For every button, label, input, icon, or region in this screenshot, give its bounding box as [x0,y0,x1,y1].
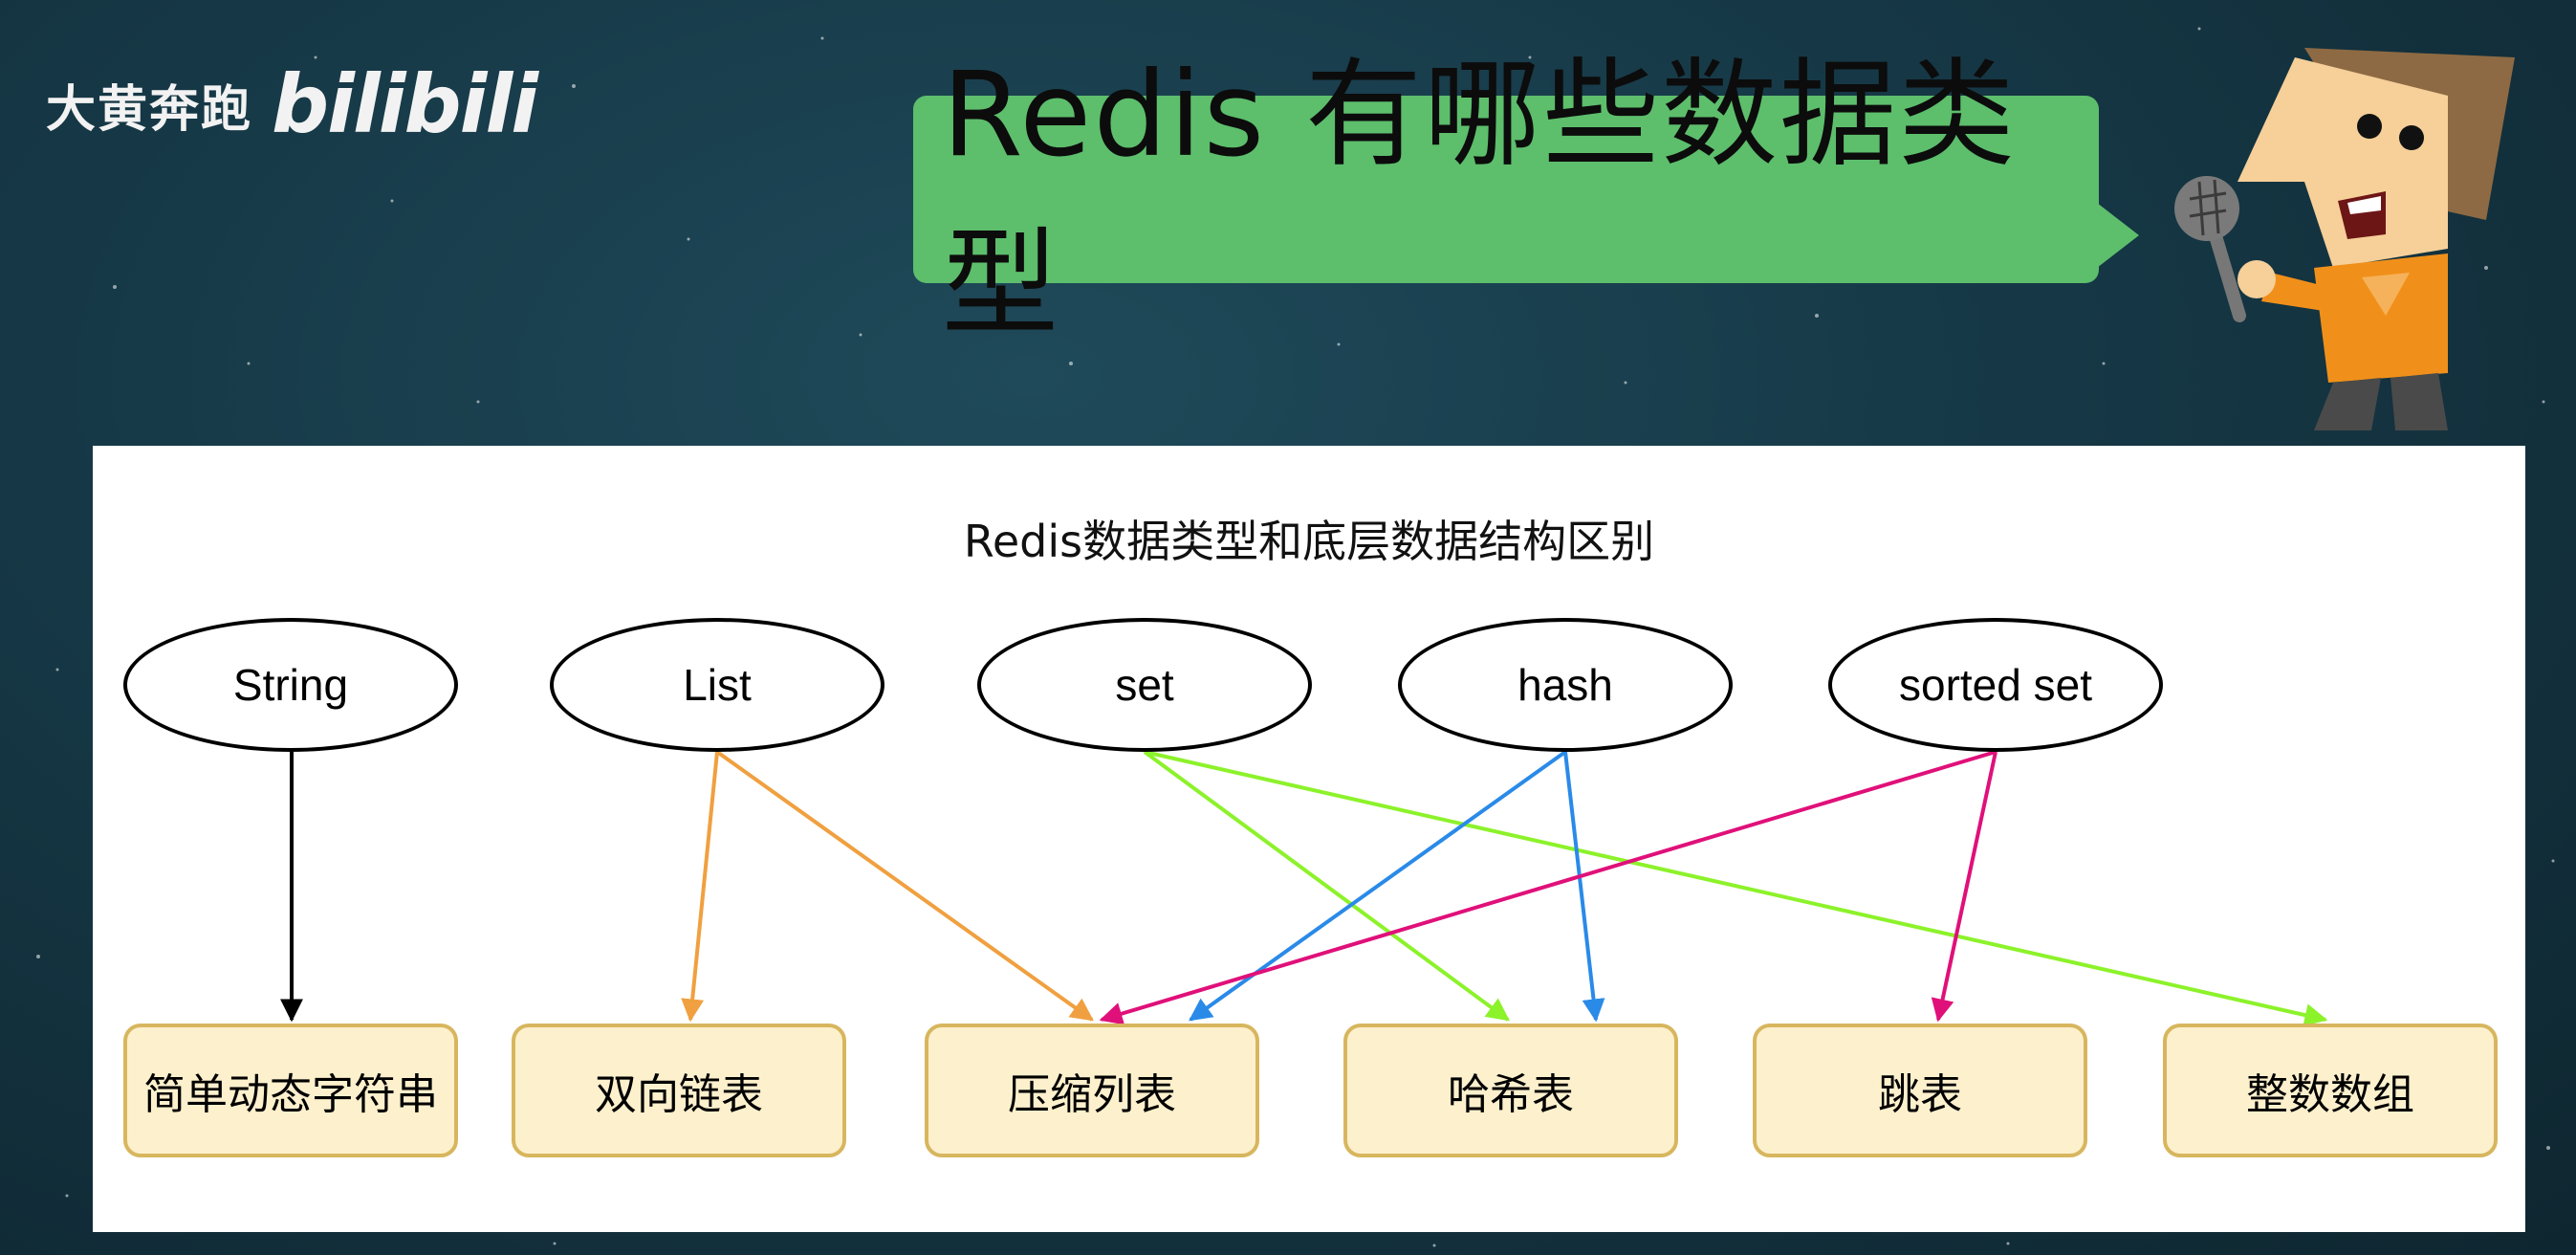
connection-arrows [280,750,2328,1026]
structure-node-skiplist: 跳表 [1753,1024,2087,1157]
structure-node-intset: 整数数组 [2163,1024,2498,1157]
channel-name: 大黄奔跑 [46,80,253,139]
diagram-title: Redis数据类型和底层数据结构区别 [963,516,1655,567]
edge-list-linkedlist [681,751,719,1023]
structure-node-hashtable: 哈希表 [1343,1024,1678,1157]
edge-set-hashtable [1143,750,1510,1022]
bilibili-logo: 大黄奔跑 bilibili [46,57,538,151]
type-node-string: String [123,618,458,752]
brand-logo-text: bilibili [272,57,538,151]
diagram-panel: Redis数据类型和底层数据结构区别 String List set hash … [93,446,2525,1232]
title-speech-bubble: Redis 有哪些数据类型 [913,47,2139,352]
structure-node-sds: 简单动态字符串 [123,1024,458,1157]
edge-zset-skiplist [1931,751,1997,1023]
edge-list-ziplist [715,750,1094,1022]
structure-node-ziplist: 压缩列表 [925,1024,1259,1157]
edge-zset-ziplist [1099,750,1997,1025]
edge-set-intset [1144,750,2328,1026]
type-node-list: List [550,618,884,752]
type-node-hash: hash [1398,618,1733,752]
edge-hash-hashtable [1563,751,1605,1023]
structure-node-linked-list: 双向链表 [512,1024,846,1157]
edge-hash-ziplist [1189,750,1567,1022]
type-node-sorted-set: sorted set [1828,618,2163,752]
type-node-set: set [977,618,1312,752]
cartoon-presenter-illustration [2174,48,2515,430]
slide-title: Redis 有哪些数据类型 [942,47,2018,352]
